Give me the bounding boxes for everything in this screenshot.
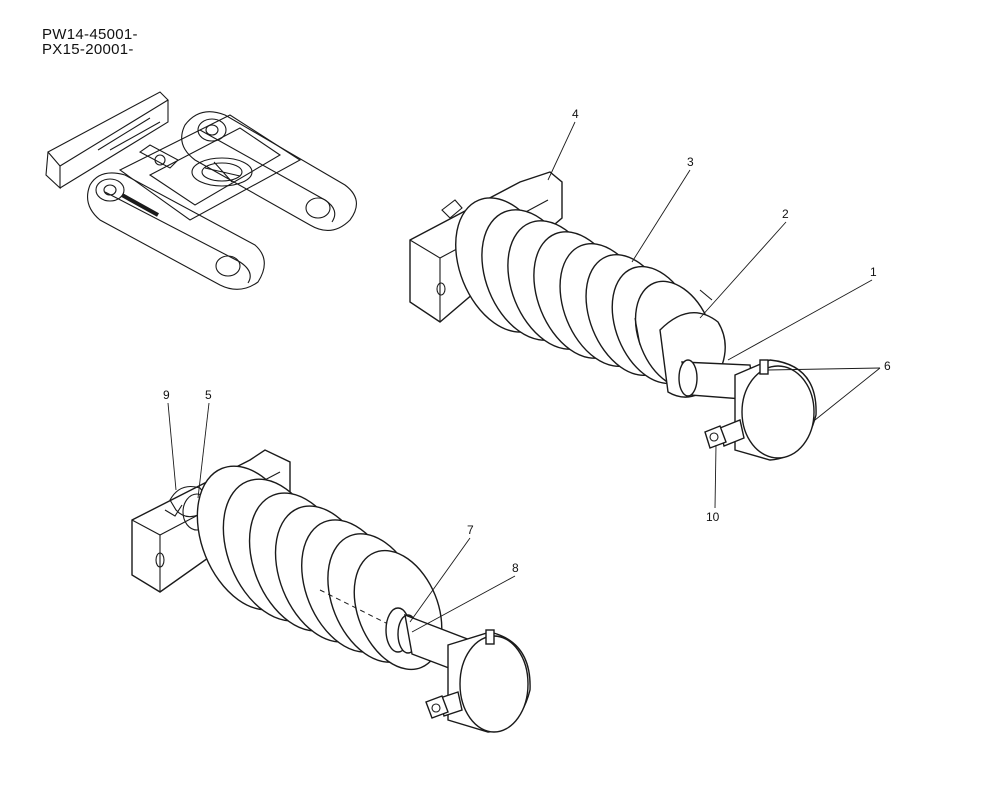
- undercarriage-thumbnail: [45, 91, 357, 290]
- serial-range-2: PX15-20001-: [42, 41, 134, 58]
- callout-7: 7: [467, 523, 474, 537]
- recoil-spring-assembly-lower: [131, 449, 531, 733]
- callouts: 1 2 3 4 6 10 9 5 7 8: [163, 107, 891, 575]
- leader-lines: [167, 121, 881, 633]
- callout-4: 4: [572, 107, 579, 121]
- callout-10: 10: [706, 510, 720, 524]
- callout-6: 6: [884, 359, 891, 373]
- callout-2: 2: [782, 207, 789, 221]
- callout-1: 1: [870, 265, 877, 279]
- callout-3: 3: [687, 155, 694, 169]
- callout-5: 5: [205, 388, 212, 402]
- callout-8: 8: [512, 561, 519, 575]
- recoil-spring-assembly-upper: [409, 171, 817, 461]
- callout-9: 9: [163, 388, 170, 402]
- serial-range-1: PW14-45001-: [42, 26, 138, 43]
